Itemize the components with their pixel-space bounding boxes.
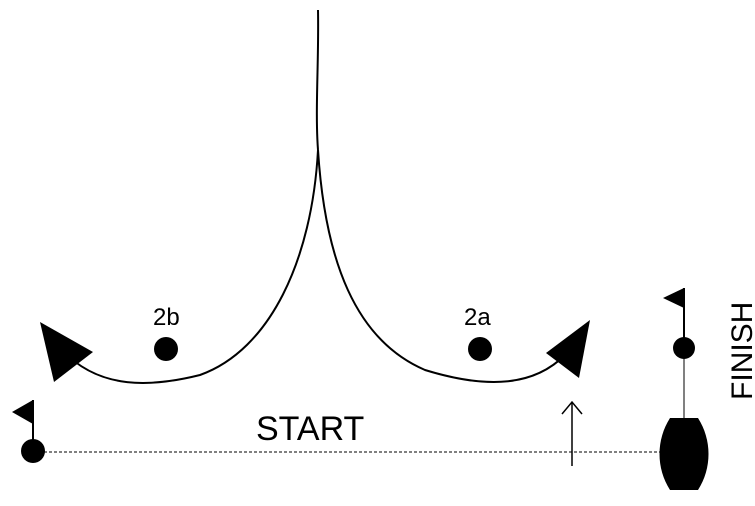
course-path-right <box>317 149 566 383</box>
finish-label: FINISH <box>726 302 755 400</box>
arrow-up-icon <box>561 400 583 466</box>
start-label: START <box>256 410 364 448</box>
mark-2b-label: 2b <box>153 304 180 331</box>
course-path-left <box>61 149 319 384</box>
boat-icon <box>659 418 709 490</box>
mark-2a <box>468 337 492 361</box>
arrowhead-left <box>40 322 93 382</box>
mark-2b <box>154 337 178 361</box>
arrowhead-right <box>546 320 590 378</box>
start-flag-icon <box>12 400 45 463</box>
course-centerline <box>315 9 320 151</box>
mark-2a-label: 2a <box>464 304 491 331</box>
finish-flag-icon <box>663 288 695 359</box>
